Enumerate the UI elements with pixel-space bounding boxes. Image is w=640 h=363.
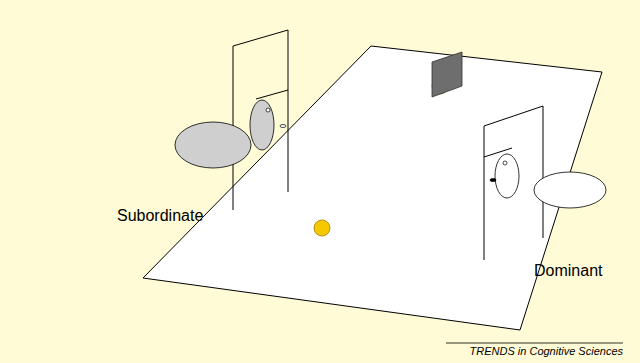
dominant-door bbox=[484, 106, 543, 260]
subordinate-animal bbox=[175, 100, 286, 168]
dominant-animal bbox=[490, 154, 606, 208]
visible-food bbox=[314, 220, 330, 236]
caption-rule bbox=[446, 343, 623, 344]
group-label: Dominant bbox=[534, 262, 602, 280]
subordinate-door bbox=[233, 30, 288, 210]
group-label: Subordinate bbox=[117, 207, 203, 225]
source-credit: TRENDS in Cognitive Sciences bbox=[470, 345, 623, 357]
occluder bbox=[432, 52, 462, 97]
arena-floor bbox=[143, 46, 602, 330]
